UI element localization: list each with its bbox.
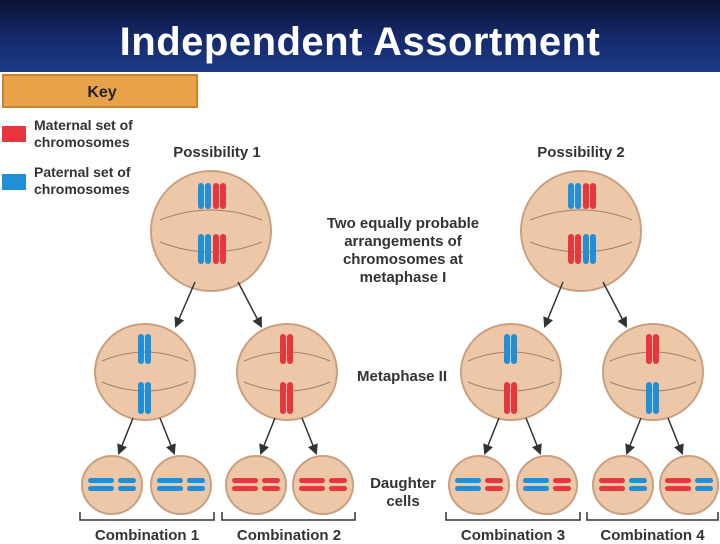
arrow [667,417,684,455]
combination-4-label: Combination 4 [600,527,705,544]
daughter-cell [659,455,719,515]
metaphase1-note: Two equally probable arrangements of chr… [326,215,480,286]
arrow [483,417,500,455]
combination-bracket [586,512,719,521]
metaphase2-cell-2 [236,323,338,421]
combination-bracket [445,512,581,521]
arrow [301,417,318,455]
combination-3-label: Combination 3 [460,527,566,544]
daughter-cell [292,455,354,515]
daughter-cell [516,455,578,515]
combination-bracket [221,512,356,521]
metaphase2-cell-4 [602,323,704,421]
daughter-cell [150,455,212,515]
arrow [525,417,542,455]
metaphase2-cell-3 [460,323,562,421]
arrow [237,281,262,328]
arrow [602,281,627,328]
arrow [117,417,134,455]
title-bar: Independent Assortment [0,0,720,72]
maternal-swatch [2,126,26,142]
page-title: Independent Assortment [119,20,601,64]
combination-2-label: Combination 2 [236,527,342,544]
arrow [259,417,276,455]
maternal-key-text: Maternal set of chromosomes [34,117,133,150]
arrow [159,417,176,455]
daughter-cell [225,455,287,515]
combination-1-label: Combination 1 [94,527,200,544]
arrow [625,417,642,455]
assortment-diagram [79,170,719,521]
daughter-cell [81,455,143,515]
paternal-swatch [2,174,26,190]
possibility2-cell [520,170,642,292]
possibility1-cell [150,170,272,292]
key-box: Key [2,74,198,108]
metaphase2-cell-1 [94,323,196,421]
diagram-area: Key Maternal set of chromosomes Paternal… [0,72,720,544]
arrow [174,281,196,328]
daughter-cell [592,455,654,515]
possibility2-label: Possibility 2 [537,144,625,161]
paternal-key-text: Paternal set of chromosomes [34,164,131,197]
possibility1-label: Possibility 1 [173,144,261,161]
daughter-cells-label: Daughter cells [370,475,436,510]
metaphase2-label: Metaphase II [356,368,448,385]
daughter-cell [448,455,510,515]
key-label: Key [87,84,117,101]
arrow [543,281,564,328]
combination-bracket [79,512,215,521]
